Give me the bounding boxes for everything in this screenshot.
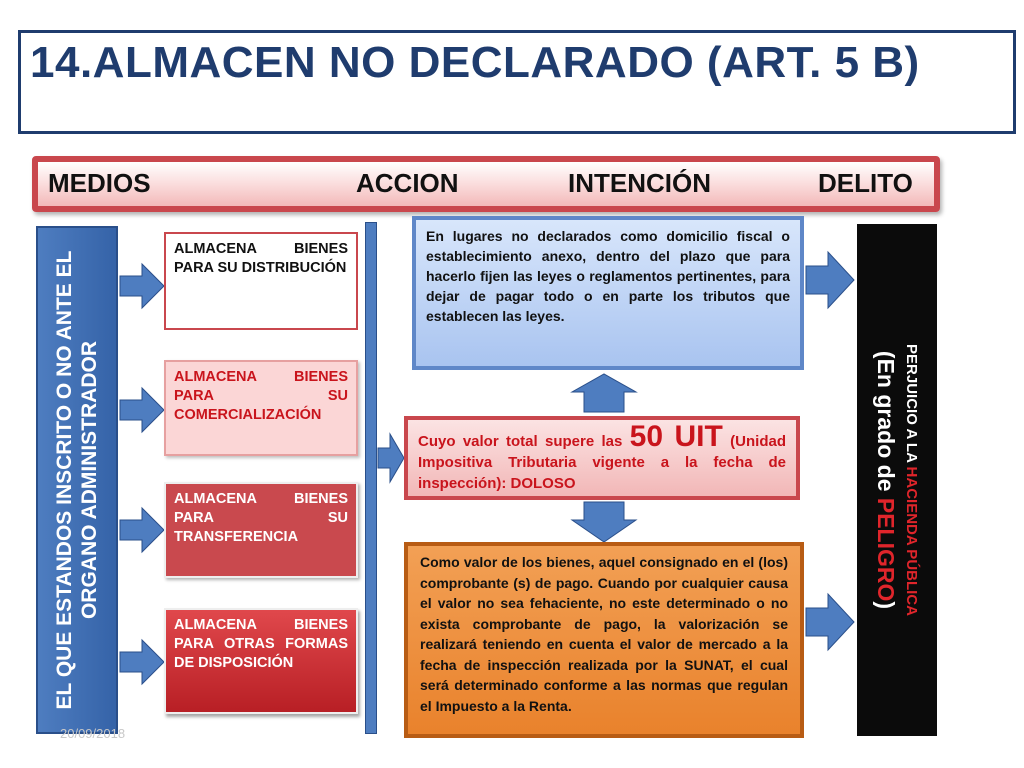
subject-bar [36, 226, 118, 734]
header-delito: DELITO [818, 168, 913, 198]
method-transferencia: ALMACENA BIENES PARA SU TRANSFERENCIA [164, 482, 358, 578]
method-otras-formas: ALMACENA BIENES PARA OTRAS FORMAS DE DIS… [164, 608, 358, 714]
divider-line [365, 222, 377, 734]
arrow-right-icon [119, 638, 165, 686]
arrow-right-icon [119, 506, 165, 554]
delito-line-2: (En grado de PELIGRO) [872, 230, 900, 730]
hacienda-publica-text: HACIENDA PÚBLICA [903, 466, 920, 616]
uit-text-pre: Cuyo valor total supere las [418, 433, 630, 450]
subject-label: EL QUE ESTANDOS INSCRITO O NO ANTE EL OR… [53, 250, 101, 710]
middle-arrows [377, 373, 638, 543]
arrow-right-icon [377, 432, 405, 484]
left-arrows [119, 262, 165, 686]
intention-valor-bienes: Como valor de los bienes, aquel consigna… [404, 542, 804, 738]
delito-line-1-pre: PERJUICIO A LA [903, 344, 920, 467]
right-arrows [805, 250, 855, 652]
header-accion: ACCION [356, 168, 459, 198]
delito-label: PERJUICIO A LA HACIENDA PÚBLICA (En grad… [872, 230, 922, 730]
arrow-right-icon [805, 250, 855, 310]
title-frame [18, 30, 1016, 134]
arrow-up-icon [570, 373, 638, 413]
page-title: 14.ALMACEN NO DECLARADO (ART. 5 B) [30, 38, 920, 87]
arrow-right-icon [119, 386, 165, 434]
delito-line-1: PERJUICIO A LA HACIENDA PÚBLICA [900, 230, 922, 730]
intention-lugares: En lugares no declarados como domicilio … [412, 216, 804, 370]
delito-line-2-post: ) [873, 601, 899, 610]
arrow-right-icon [805, 592, 855, 652]
uit-value: 50 UIT [629, 420, 723, 453]
arrow-right-icon [119, 262, 165, 310]
method-comercializacion: ALMACENA BIENES PARA SU COMERCIALIZACIÓN [164, 360, 358, 456]
header-medios: MEDIOS [48, 168, 151, 198]
slide-date: 20/09/2018 [60, 726, 126, 741]
column-header-bar [32, 156, 940, 212]
peligro-text: PELIGRO [873, 497, 899, 602]
method-distribucion: ALMACENA BIENES PARA SU DISTRIBUCIÓN [164, 232, 358, 330]
delito-bar [857, 224, 937, 736]
arrow-down-icon [570, 501, 638, 543]
delito-line-2-pre: (En grado de [873, 350, 899, 498]
uit-text-post: (Unidad Impositiva Tributaria vigente a … [418, 433, 786, 492]
intention-valor-uit: Cuyo valor total supere las 50 UIT (Unid… [404, 416, 800, 500]
header-intencion: INTENCIÓN [568, 168, 711, 198]
